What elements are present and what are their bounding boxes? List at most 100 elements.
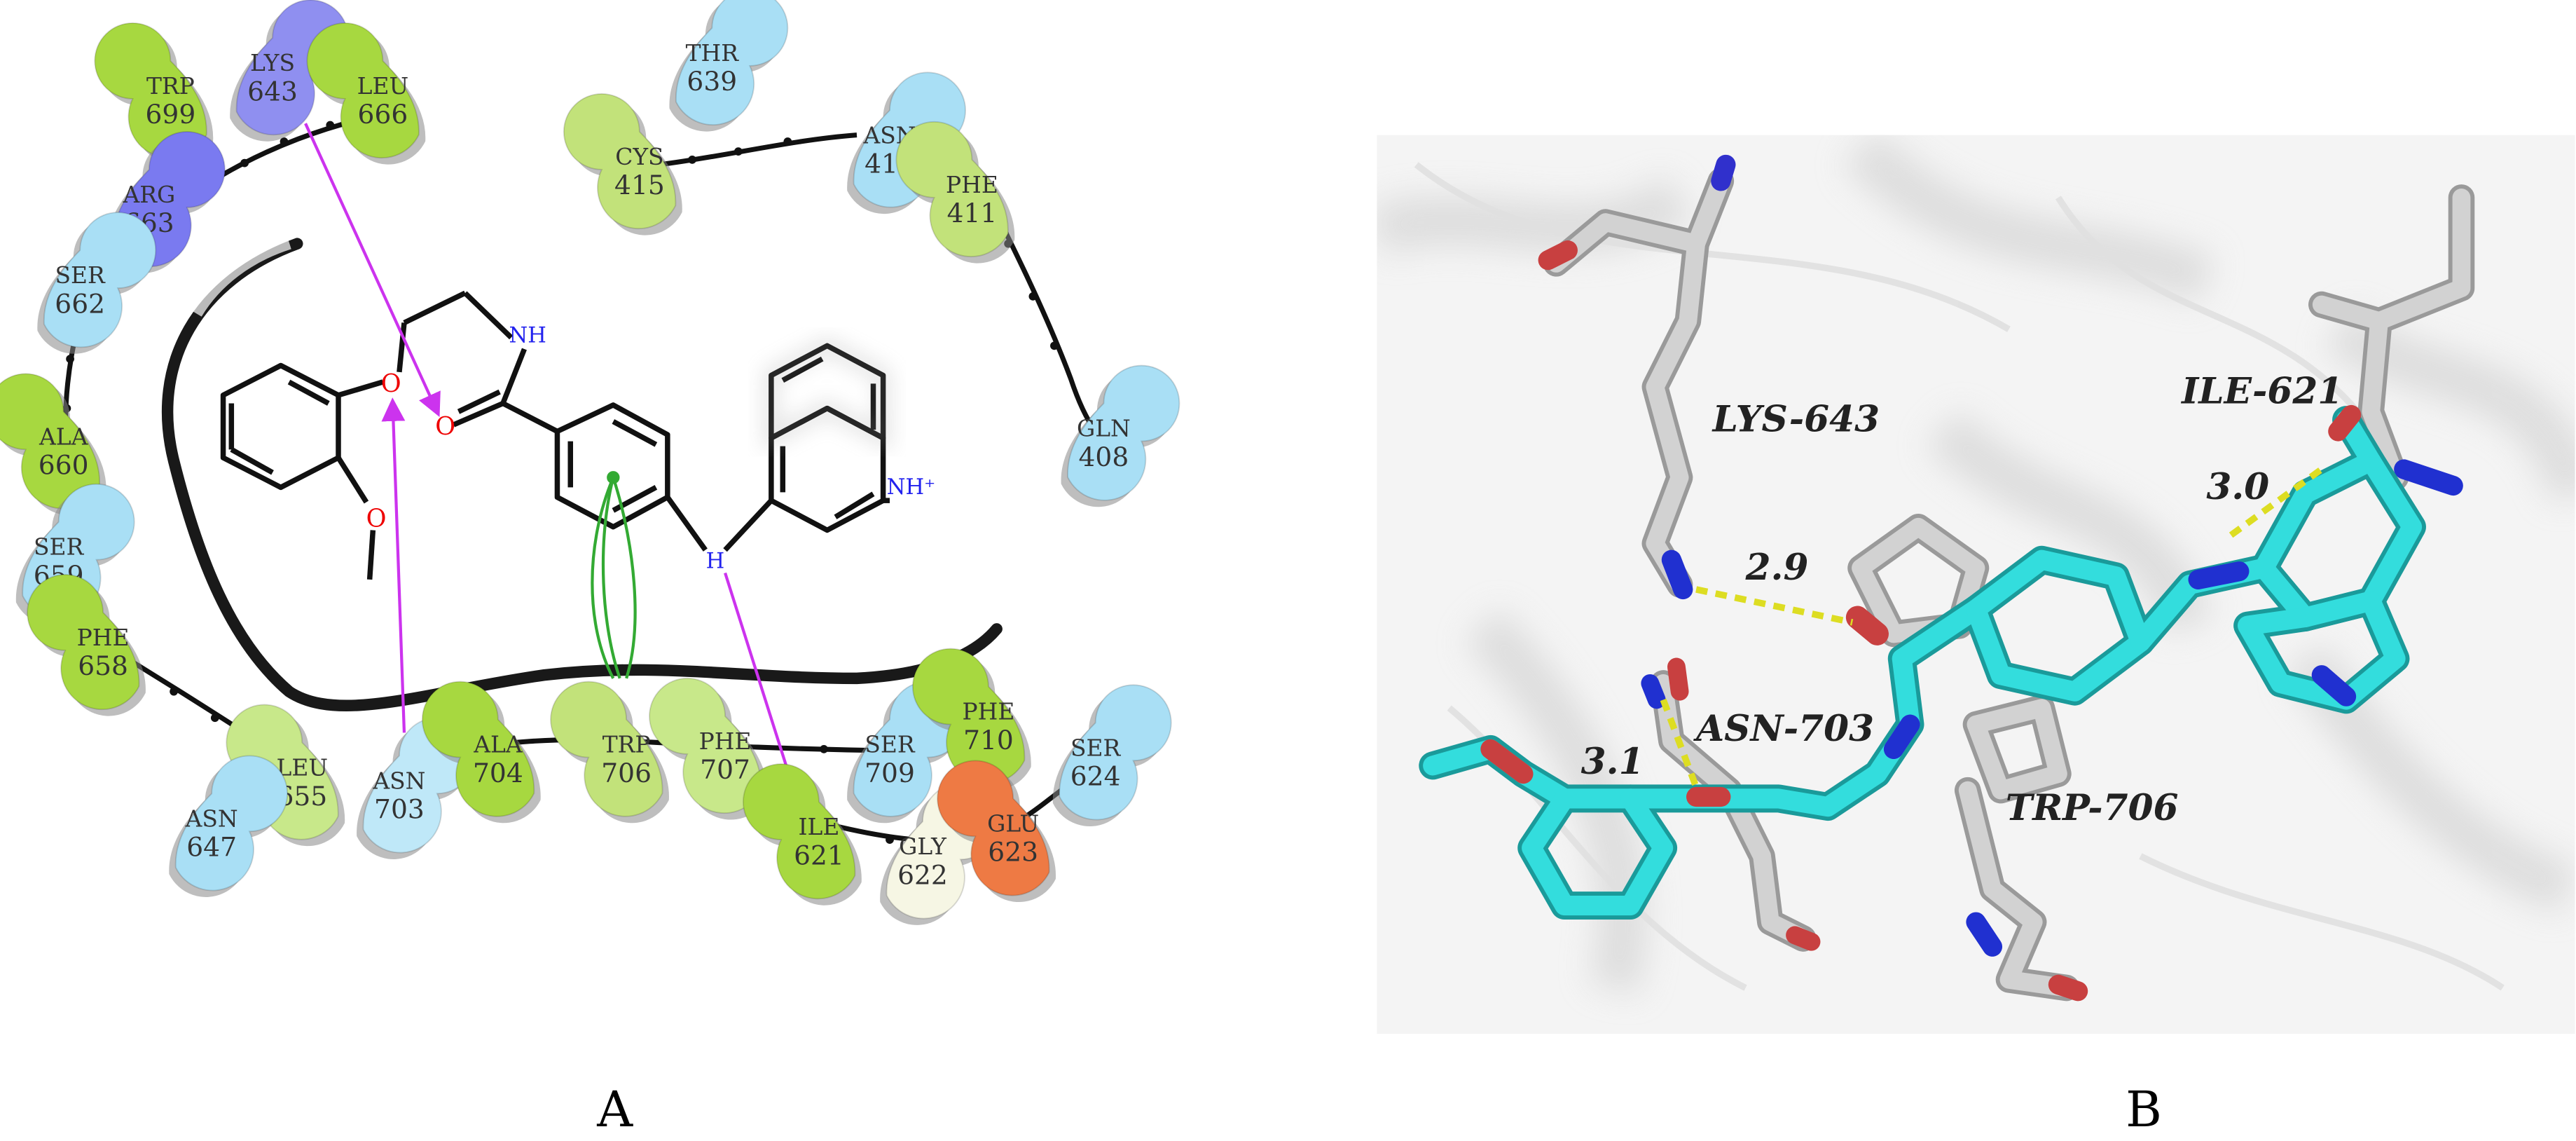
residue-body [174,755,289,891]
residue-body [1067,364,1180,501]
residue-number: 647 [186,832,237,863]
panel-b-3d-pose: LYS-643 ILE-621 ASN-703 TRP-706 2.9 3.0 … [1377,135,2575,1138]
residue-name: PHE [963,698,1015,725]
residue-name: GLY [899,833,946,860]
atom-amide-nh: NH [509,324,546,348]
residue-name: PHE [699,727,752,755]
distance-3-1: 3.1 [1581,740,1644,783]
residue-body [563,93,677,230]
residue-body [911,648,1026,784]
residue-body [94,22,207,159]
residue-name: THR [686,39,740,67]
label-trp-706: TRP-706 [2006,786,2179,829]
residue-name: SER [865,731,916,758]
residue-name: ALA [473,731,523,758]
residue-number: 662 [55,288,105,319]
atom-ether-oxygen: O [381,369,401,398]
label-asn-703: ASN-703 [1693,707,1874,750]
residue-name: SER [55,261,106,289]
residue-number: 639 [687,66,737,97]
residue-name: CYS [615,143,663,170]
residue-name: SER [34,533,85,561]
residue-number: 622 [897,860,948,891]
residue-body [895,121,1009,258]
residue-name: ASN [372,767,425,794]
atom-carbonyl-oxygen: O [435,412,455,441]
atom-quinolinium-nh: NH⁺ [887,475,935,500]
binding-pocket-outline [161,238,1003,711]
residue-name: LYS [250,49,295,76]
ligand-sticks [1419,404,2426,920]
residue-body [43,212,157,348]
residue-name: GLU [987,809,1039,837]
residue-name: ALA [39,423,89,450]
residue-number: 415 [614,170,665,200]
residue-body [742,763,856,900]
residue-body [421,681,535,817]
residue-number: 660 [39,450,89,481]
label-ile-621: ILE-621 [2180,370,2343,413]
panel-a-letter: A [596,1081,633,1138]
residue-number: 710 [963,725,1014,756]
residue-number: 703 [374,794,425,825]
protein-sticks [1538,154,2475,1002]
residue-number: 624 [1070,761,1121,792]
distance-3-0: 3.0 [2206,465,2269,508]
label-lys-643: LYS-643 [1711,397,1880,440]
residue-name: ASN [185,805,238,832]
atom-methoxy-oxygen: O [366,505,387,533]
residue-number: 411 [947,198,998,228]
distance-2-9: 2.9 [1745,546,1809,589]
residue-name: TRP [146,72,195,100]
residue-body [675,0,789,126]
residue-name: SER [1070,734,1122,761]
residue-name: ARG [122,181,175,208]
residue-body [937,760,1050,896]
residue-number: 706 [601,758,652,788]
residue-name: PHE [946,171,998,198]
residue-number: 408 [1079,442,1129,472]
residue-body [27,573,140,711]
atom-amine-nh: H [706,549,725,573]
residue-name: TRP [602,731,651,758]
residue-name: ILE [799,813,840,840]
residue-number: 707 [700,754,750,785]
panel-b-letter: B [2126,1081,2162,1138]
hbond-dashes [1660,466,2324,788]
residue-name: GLN [1077,415,1131,442]
residue-number: 623 [988,837,1038,868]
residue-number: 643 [247,76,298,107]
residue-number: 699 [146,99,196,130]
residue-number: 666 [358,99,408,130]
residue-body [306,22,420,159]
residue-number: 709 [865,758,915,788]
residue-body [550,681,663,817]
residue-name: PHE [77,624,130,651]
residue-body [1059,684,1172,821]
residue-number: 621 [794,840,844,870]
residue-number: 658 [78,650,128,681]
residue-name: LEU [357,72,409,100]
residue-number: 704 [473,758,523,788]
